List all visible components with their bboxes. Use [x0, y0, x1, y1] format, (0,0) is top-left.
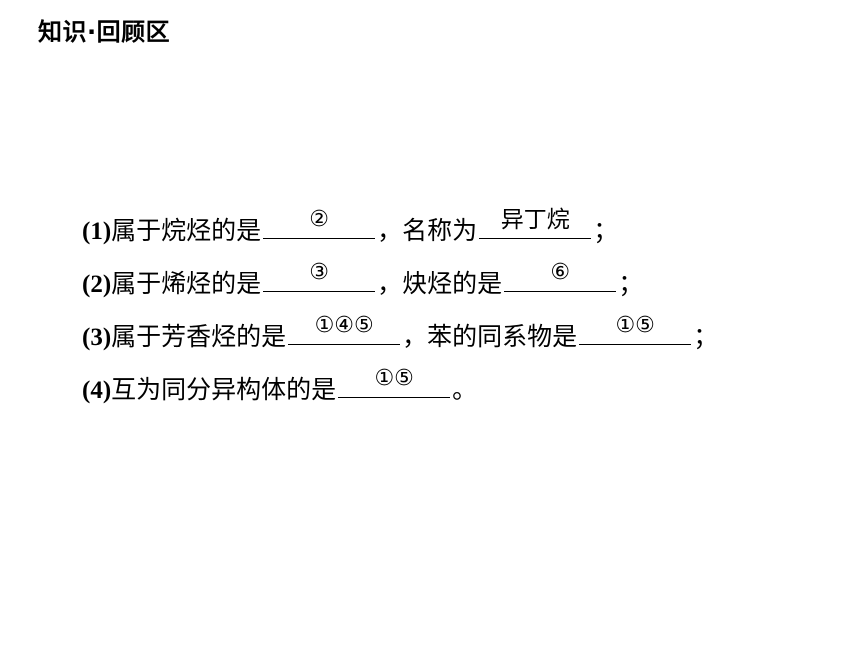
question-text: ，炔烃的是: [377, 269, 503, 298]
question-text: 互为同分异构体的是: [111, 375, 337, 404]
answer-text: ③: [309, 260, 330, 285]
answer-text: 异丁烷: [500, 207, 570, 233]
answer-text: ①④⑤: [314, 313, 374, 338]
question-line-3: (3)属于芳香烃的是 ①④⑤ ，苯的同系物是 ①⑤ ；: [82, 314, 718, 367]
answer-text: ②: [309, 207, 330, 232]
answer-text: ⑥: [550, 260, 571, 285]
punctuation: ；: [693, 322, 719, 351]
answer-blank: ①⑤: [579, 313, 692, 345]
answer-text: ①⑤: [615, 313, 655, 338]
question-text: ，苯的同系物是: [402, 322, 578, 351]
answer-blank: 异丁烷: [479, 207, 592, 239]
question-line-4: (4)互为同分异构体的是 ①⑤ 。: [82, 367, 718, 420]
question-text: 属于烷烃的是: [111, 216, 262, 245]
question-text: ，名称为: [377, 216, 478, 245]
question-line-1: (1)属于烷烃的是 ② ，名称为异丁烷 ；: [82, 208, 718, 261]
answer-blank: ②: [263, 207, 376, 239]
answer-blank: ⑥: [504, 260, 617, 292]
question-text: 属于芳香烃的是: [111, 322, 287, 351]
question-number: (1): [82, 218, 112, 245]
question-line-2: (2)属于烯烃的是 ③ ，炔烃的是 ⑥ ；: [82, 261, 718, 314]
answer-blank: ①④⑤: [288, 313, 401, 345]
question-list: (1)属于烷烃的是 ② ，名称为异丁烷 ； (2)属于烯烃的是 ③ ，炔烃的是 ⑥ ； (3)…: [82, 208, 718, 420]
question-number: (4): [82, 377, 112, 404]
question-number: (3): [82, 324, 112, 351]
question-text: 属于烯烃的是: [111, 269, 262, 298]
answer-text: ①⑤: [374, 366, 414, 391]
question-number: (2): [82, 271, 112, 298]
answer-blank: ①⑤: [338, 366, 451, 398]
punctuation: ；: [593, 216, 619, 245]
answer-blank: ③: [263, 260, 376, 292]
page-title: 知识·回顾区: [38, 18, 171, 46]
punctuation: ；: [618, 269, 644, 298]
punctuation: 。: [452, 375, 478, 404]
